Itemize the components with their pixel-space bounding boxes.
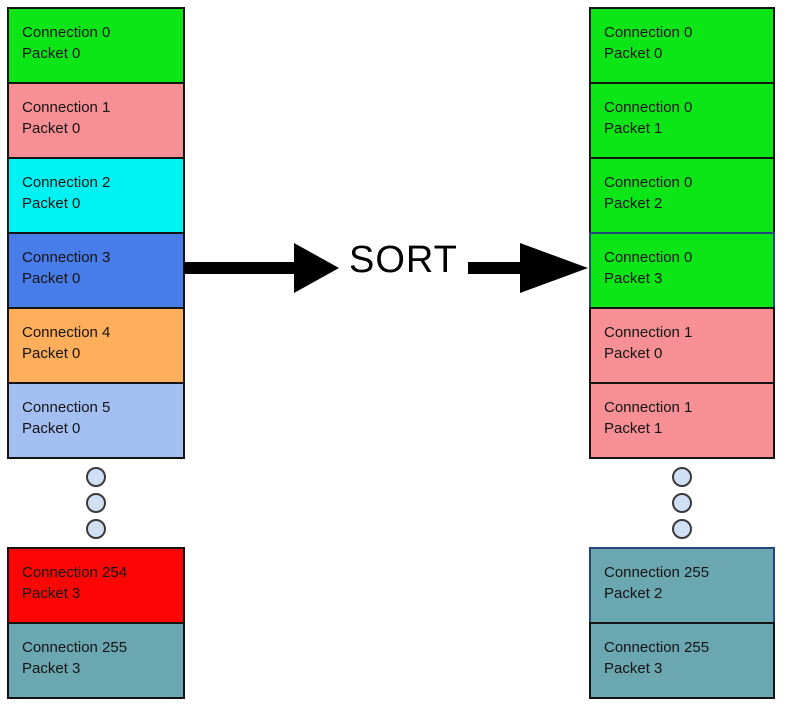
connection-label: Connection 0 (604, 174, 693, 191)
packet-label: Packet 0 (22, 120, 81, 137)
connection-label: Connection 255 (604, 564, 710, 581)
connection-label: Connection 1 (604, 399, 693, 416)
packet-label: Packet 1 (604, 120, 663, 137)
packet-label: Packet 2 (604, 195, 663, 212)
packet-block-connection-0-packet-2: Connection 0 Packet 2 (589, 157, 775, 234)
connection-label: Connection 0 (604, 99, 693, 116)
packet-block-connection-0-packet-0: Connection 0 Packet 0 (7, 7, 185, 84)
packet-label: Packet 0 (22, 420, 81, 437)
connection-label: Connection 1 (22, 99, 111, 116)
packet-block-connection-1-packet-1: Connection 1 Packet 1 (589, 382, 775, 459)
packet-label: Packet 3 (22, 585, 81, 602)
packet-block-connection-255-packet-3: Connection 255 Packet 3 (7, 622, 185, 699)
packet-label: Packet 0 (22, 195, 81, 212)
packet-block-connection-1-packet-0: Connection 1 Packet 0 (7, 82, 185, 159)
packet-label: Packet 0 (604, 345, 663, 362)
packet-block-connection-255-packet-2: Connection 255 Packet 2 (589, 547, 775, 624)
connection-label: Connection 255 (604, 639, 710, 656)
packet-label: Packet 3 (22, 660, 81, 677)
connection-label: Connection 4 (22, 324, 111, 341)
packet-block-connection-2-packet-0: Connection 2 Packet 0 (7, 157, 185, 234)
connection-label: Connection 0 (604, 249, 693, 266)
arrow-right-icon (184, 243, 339, 293)
packet-label: Packet 2 (604, 585, 663, 602)
packet-label: Packet 0 (22, 345, 81, 362)
arrow-shape (184, 243, 339, 293)
connection-label: Connection 3 (22, 249, 111, 266)
packet-label: Packet 1 (604, 420, 663, 437)
packet-block-connection-1-packet-0: Connection 1 Packet 0 (589, 307, 775, 384)
unsorted-packet-column: Connection 0 Packet 0 Connection 1 Packe… (7, 7, 185, 699)
packet-block-connection-3-packet-0: Connection 3 Packet 0 (7, 232, 185, 309)
sorted-packet-column: Connection 0 Packet 0 Connection 0 Packe… (589, 7, 775, 699)
connection-label: Connection 1 (604, 324, 693, 341)
packet-label: Packet 3 (604, 660, 663, 677)
ellipsis-dot-icon (672, 493, 692, 513)
packet-label: Packet 0 (22, 45, 81, 62)
ellipsis-dot-icon (672, 467, 692, 487)
packet-label: Packet 0 (604, 45, 663, 62)
connection-label: Connection 0 (22, 24, 111, 41)
connection-label: Connection 5 (22, 399, 111, 416)
arrow-right-icon (468, 243, 588, 293)
ellipsis-dot-icon (672, 519, 692, 539)
packet-block-connection-254-packet-3: Connection 254 Packet 3 (7, 547, 185, 624)
connection-label: Connection 0 (604, 24, 693, 41)
packet-block-connection-0-packet-0: Connection 0 Packet 0 (589, 7, 775, 84)
packet-label: Packet 3 (604, 270, 663, 287)
ellipsis-dot-icon (86, 467, 106, 487)
packet-block-connection-0-packet-3: Connection 0 Packet 3 (589, 232, 775, 309)
sort-label: SORT (349, 239, 458, 281)
ellipsis-dot-icon (86, 493, 106, 513)
ellipsis-dots (7, 459, 185, 547)
packet-block-connection-255-packet-3: Connection 255 Packet 3 (589, 622, 775, 699)
packet-block-connection-4-packet-0: Connection 4 Packet 0 (7, 307, 185, 384)
packet-block-connection-5-packet-0: Connection 5 Packet 0 (7, 382, 185, 459)
connection-label: Connection 2 (22, 174, 111, 191)
arrow-shape (468, 243, 588, 293)
connection-label: Connection 255 (22, 639, 128, 656)
packet-block-connection-0-packet-1: Connection 0 Packet 1 (589, 82, 775, 159)
packet-label: Packet 0 (22, 270, 81, 287)
connection-label: Connection 254 (22, 564, 128, 581)
ellipsis-dots (589, 459, 775, 547)
ellipsis-dot-icon (86, 519, 106, 539)
